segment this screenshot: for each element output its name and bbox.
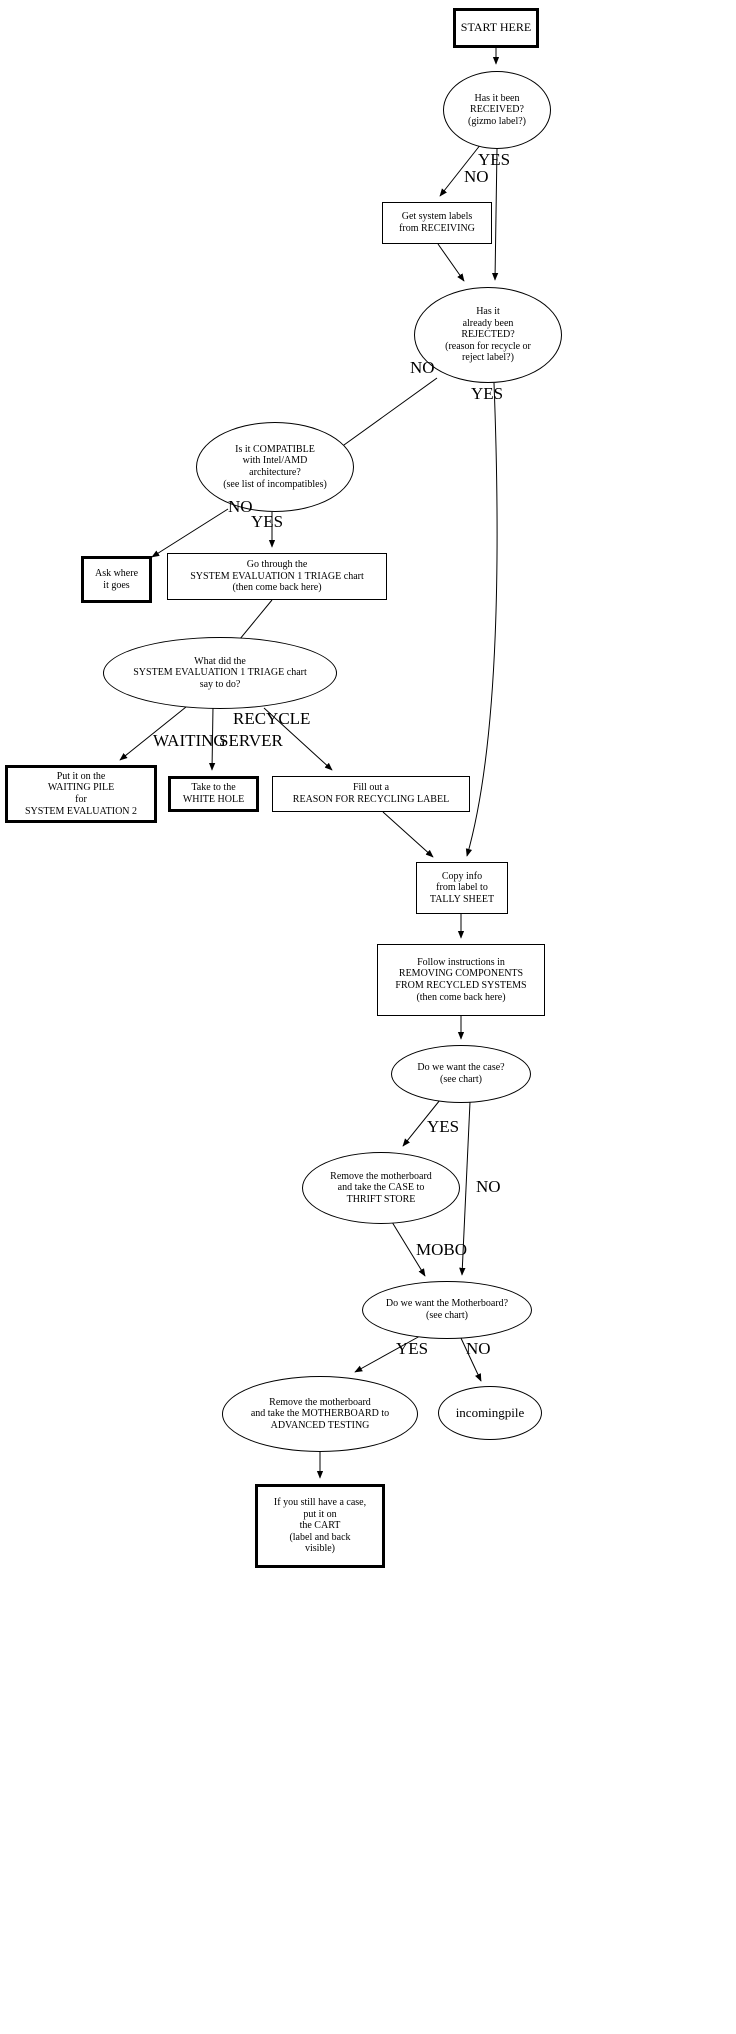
node-label: Take to the WHITE HOLE — [182, 782, 245, 805]
node-label: incomingpile — [455, 1405, 525, 1421]
edge-label-triage-recycle: RECYCLE — [233, 709, 311, 728]
edge-label-triage-server: SERVER — [219, 731, 283, 750]
edge-label-case-yes: YES — [427, 1117, 460, 1136]
node-label: Do we want the Motherboard? (see chart) — [385, 1298, 509, 1321]
node-go-through-triage-chart[interactable]: Go through the SYSTEM EVALUATION 1 TRIAG… — [167, 553, 387, 600]
node-get-system-labels[interactable]: Get system labels from RECEIVING — [382, 202, 492, 244]
node-has-it-been-received[interactable]: Has it been RECEIVED? (gizmo label?) — [443, 71, 551, 149]
edge-rejected-no — [336, 377, 438, 451]
node-motherboard-advanced-testing[interactable]: Remove the motherboard and take the MOTH… — [222, 1376, 418, 1452]
node-do-we-want-the-motherboard[interactable]: Do we want the Motherboard? (see chart) — [362, 1281, 532, 1339]
node-start-here[interactable]: START HERE — [453, 8, 539, 48]
edge-label-received-yes: YES — [478, 150, 511, 169]
edge-label-mobo-yes: YES — [396, 1339, 429, 1358]
edge-label-compatible-no: NO — [228, 497, 253, 516]
node-label: Follow instructions in REMOVING COMPONEN… — [395, 956, 527, 1003]
edge-rejected-yes — [465, 382, 498, 857]
node-label: Get system labels from RECEIVING — [399, 211, 475, 234]
node-is-it-compatible[interactable]: Is it COMPATIBLE with Intel/AMD architec… — [196, 422, 354, 512]
node-label: Has it already been REJECTED? (reason fo… — [445, 306, 531, 364]
node-label: Has it been RECEIVED? (gizmo label?) — [467, 92, 527, 127]
node-what-did-triage-chart-say[interactable]: What did the SYSTEM EVALUATION 1 TRIAGE … — [103, 637, 337, 709]
node-label: Is it COMPATIBLE with Intel/AMD architec… — [223, 443, 327, 490]
edge-label-received-no: NO — [464, 167, 489, 186]
node-label: Copy info from label to TALLY SHEET — [429, 870, 495, 905]
edge-recyclelabel-copy — [382, 811, 434, 858]
node-label: Remove the motherboard and take the MOTH… — [250, 1396, 390, 1431]
edge-getlabels-rejected — [437, 243, 465, 282]
edge-label-case-no: NO — [476, 1177, 501, 1196]
edge-compat-no — [151, 508, 229, 558]
node-label: START HERE — [460, 20, 532, 35]
node-label: What did the SYSTEM EVALUATION 1 TRIAGE … — [133, 655, 307, 690]
node-waiting-pile[interactable]: Put it on the WAITING PILE for SYSTEM EV… — [5, 765, 157, 823]
node-label: Do we want the case? (see chart) — [417, 1062, 505, 1085]
node-label: Go through the SYSTEM EVALUATION 1 TRIAG… — [190, 559, 364, 594]
node-put-it-on-the-cart[interactable]: If you still have a case, put it on the … — [255, 1484, 385, 1568]
node-label: Put it on the WAITING PILE for SYSTEM EV… — [24, 770, 138, 817]
node-label: Remove the motherboard and take the CASE… — [330, 1170, 432, 1205]
edge-label-rejected-no: NO — [410, 358, 435, 377]
node-label: If you still have a case, put it on the … — [273, 1497, 367, 1555]
node-ask-where-it-goes[interactable]: Ask where it goes — [81, 556, 152, 603]
node-reason-for-recycling-label[interactable]: Fill out a REASON FOR RECYCLING LABEL — [272, 776, 470, 812]
node-removing-components[interactable]: Follow instructions in REMOVING COMPONEN… — [377, 944, 545, 1016]
edge-label-triage-waiting: WAITING — [153, 731, 226, 750]
edge-label-case-mobo: MOBO — [416, 1240, 468, 1259]
edge-label-mobo-no: NO — [466, 1339, 491, 1358]
node-white-hole[interactable]: Take to the WHITE HOLE — [168, 776, 259, 812]
node-incoming-pile[interactable]: incomingpile — [438, 1386, 542, 1440]
edge-label-rejected-yes: YES — [471, 384, 504, 403]
node-already-rejected[interactable]: Has it already been REJECTED? (reason fo… — [414, 287, 562, 383]
node-do-we-want-the-case[interactable]: Do we want the case? (see chart) — [391, 1045, 531, 1103]
node-label: Ask where it goes — [94, 567, 139, 591]
node-label: Fill out a REASON FOR RECYCLING LABEL — [292, 782, 450, 805]
node-copy-info-tally-sheet[interactable]: Copy info from label to TALLY SHEET — [416, 862, 508, 914]
edge-label-compatible-yes: YES — [251, 512, 284, 531]
node-case-to-thrift-store[interactable]: Remove the motherboard and take the CASE… — [302, 1152, 460, 1224]
